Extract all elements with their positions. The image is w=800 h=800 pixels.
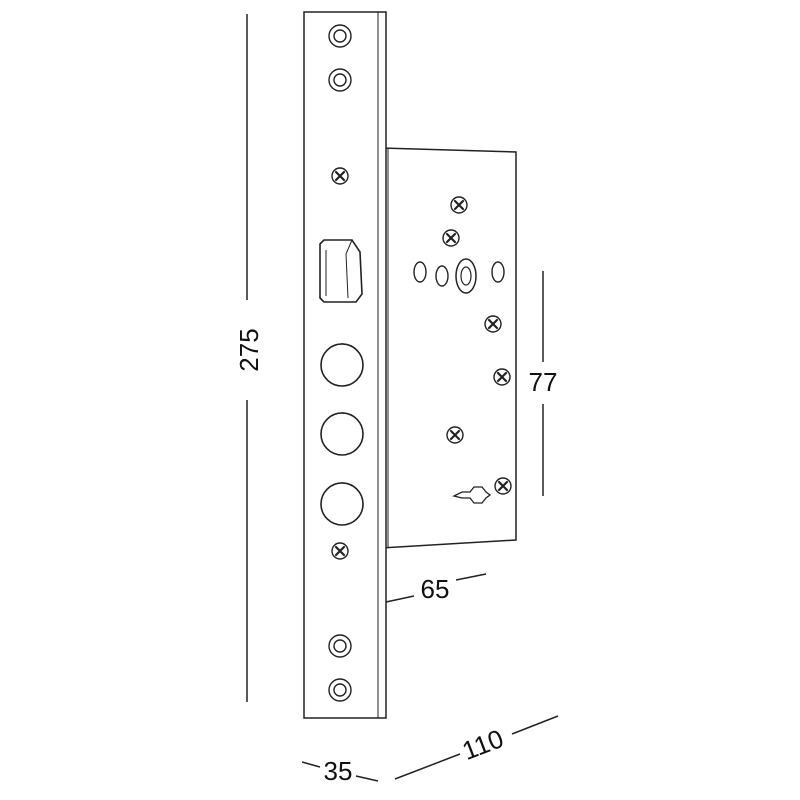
dimension-faceplate-width: 35	[301, 756, 379, 786]
lock-case	[379, 147, 517, 549]
follower-spindle-hole	[455, 258, 477, 294]
mounting-hole-icon	[328, 634, 352, 658]
case-hole-icon	[435, 265, 449, 287]
dimension-backset: 65	[385, 573, 487, 604]
phillips-screw-icon	[330, 166, 350, 186]
phillips-screw-icon	[493, 476, 513, 496]
phillips-screw-icon	[483, 314, 503, 334]
keyhole-slot-icon	[452, 486, 492, 504]
dimension-backset-label: 65	[421, 574, 450, 604]
case-hole-icon	[491, 261, 505, 283]
dimension-case-depth-label: 110	[458, 723, 507, 766]
case-hole-icon	[413, 261, 427, 283]
dimension-case-depth: 110	[394, 715, 559, 780]
phillips-screw-icon	[492, 367, 512, 387]
dimension-faceplate-width-label: 35	[324, 756, 353, 786]
faceplate	[303, 11, 387, 719]
mounting-hole-icon	[328, 24, 352, 48]
dimension-handle-cylinder-label: 77	[529, 367, 558, 397]
latch-bolt-icon	[319, 239, 363, 303]
phillips-screw-icon	[449, 195, 469, 215]
mounting-hole-icon	[328, 68, 352, 92]
dimension-height: 275	[234, 14, 264, 702]
dimension-height-label: 275	[234, 328, 264, 371]
phillips-screw-icon	[441, 228, 461, 248]
deadbolt-round-icon	[320, 481, 364, 526]
mounting-hole-icon	[328, 678, 352, 702]
deadbolt-round-icon	[320, 411, 364, 456]
dimension-handle-cylinder: 77	[529, 271, 558, 496]
phillips-screw-icon	[330, 541, 350, 561]
phillips-screw-icon	[445, 425, 465, 445]
deadbolt-round-icon	[320, 342, 364, 387]
